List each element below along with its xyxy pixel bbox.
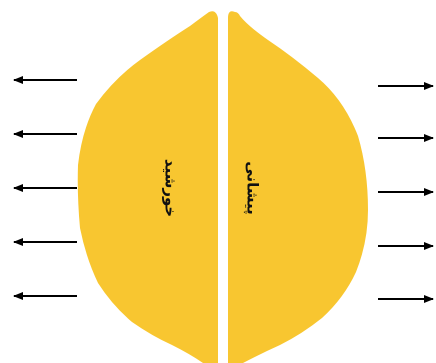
right-half-label: پیشانی	[243, 161, 262, 214]
right-half-label-group: پیشانی	[243, 161, 262, 214]
right-arrows	[378, 86, 433, 299]
left-half-label: خورشید	[162, 159, 180, 217]
left-arrows	[14, 80, 77, 296]
left-half-label-group: خورشید	[162, 159, 180, 217]
left-half-shape	[78, 11, 218, 363]
